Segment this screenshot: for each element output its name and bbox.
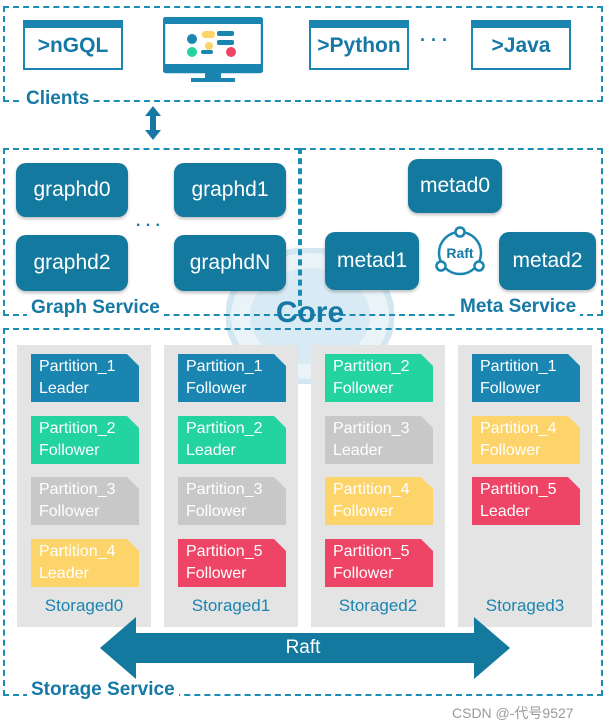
- graphd-node: graphd2: [16, 235, 128, 291]
- partition-name: Partition_4: [480, 420, 557, 437]
- storage-service-label: Storage Service: [27, 679, 179, 701]
- clients-label: Clients: [22, 88, 94, 110]
- partition-name: Partition_1: [480, 358, 557, 375]
- graphd-node: graphd1: [174, 163, 286, 217]
- meta-service-region: [300, 148, 603, 316]
- partition-role: Follower: [333, 565, 394, 582]
- clients-ellipsis: · · ·: [420, 30, 448, 50]
- clients-region: [3, 6, 603, 102]
- partition-name: Partition_2: [186, 420, 263, 437]
- metad-node: metad2: [499, 232, 596, 290]
- partition-name: Partition_3: [39, 481, 116, 498]
- graphd-node: graphdN: [174, 235, 286, 291]
- storaged-label: Storaged3: [485, 596, 565, 615]
- partition-role: Follower: [39, 442, 100, 459]
- ngql-client-box: >nGQL: [23, 20, 123, 70]
- meta-raft-label: Raft: [446, 245, 474, 261]
- partition-role: Follower: [186, 380, 247, 397]
- partition-role: Leader: [39, 380, 89, 397]
- partition-role: Follower: [186, 565, 247, 582]
- connection-arrow-icon: [144, 106, 162, 140]
- partition-name: Partition_1: [186, 358, 263, 375]
- java-client-box: >Java: [471, 20, 571, 70]
- partition-role: Follower: [480, 442, 541, 459]
- partition-role: Follower: [333, 503, 394, 520]
- python-label: >Python: [317, 34, 401, 57]
- partition-name: Partition_5: [480, 481, 557, 498]
- raft-cycle-icon: [432, 226, 488, 278]
- ngql-label: >nGQL: [37, 34, 109, 57]
- partition-name: Partition_3: [186, 481, 263, 498]
- partition-name: Partition_4: [333, 481, 410, 498]
- graph-service-label: Graph Service: [27, 297, 164, 319]
- partition-name: Partition_1: [39, 358, 116, 375]
- python-client-box: >Python: [309, 20, 409, 70]
- meta-service-label: Meta Service: [456, 296, 581, 318]
- graph-ellipsis: · · ·: [136, 217, 161, 234]
- core-label: Core: [275, 296, 345, 329]
- partition-role: Follower: [186, 503, 247, 520]
- storaged-label: Storaged1: [191, 596, 271, 615]
- java-label: >Java: [491, 34, 551, 57]
- metad-node: metad1: [325, 232, 419, 290]
- partition-role: Leader: [333, 442, 383, 459]
- partition-name: Partition_2: [39, 420, 116, 437]
- storage-service-region: [3, 328, 603, 696]
- watermark: CSDN @-代号9527: [452, 705, 574, 721]
- metad-node: metad0: [408, 159, 502, 213]
- partition-name: Partition_5: [186, 543, 263, 560]
- partition-role: Follower: [39, 503, 100, 520]
- partition-role: Follower: [480, 380, 541, 397]
- partition-role: Leader: [480, 503, 530, 520]
- partition-name: Partition_3: [333, 420, 410, 437]
- partition-role: Leader: [186, 442, 236, 459]
- partition-role: Follower: [333, 380, 394, 397]
- raft-double-arrow-icon: [100, 617, 510, 679]
- partition-role: Leader: [39, 565, 89, 582]
- graphd-node: graphd0: [16, 163, 128, 217]
- partition-name: Partition_4: [39, 543, 116, 560]
- partition-name: Partition_5: [333, 543, 410, 560]
- storaged-label: Storaged2: [338, 596, 418, 615]
- storage-raft-label: Raft: [285, 637, 321, 658]
- monitor-icon: [162, 16, 264, 83]
- partition-name: Partition_2: [333, 358, 410, 375]
- storaged-label: Storaged0: [44, 596, 124, 615]
